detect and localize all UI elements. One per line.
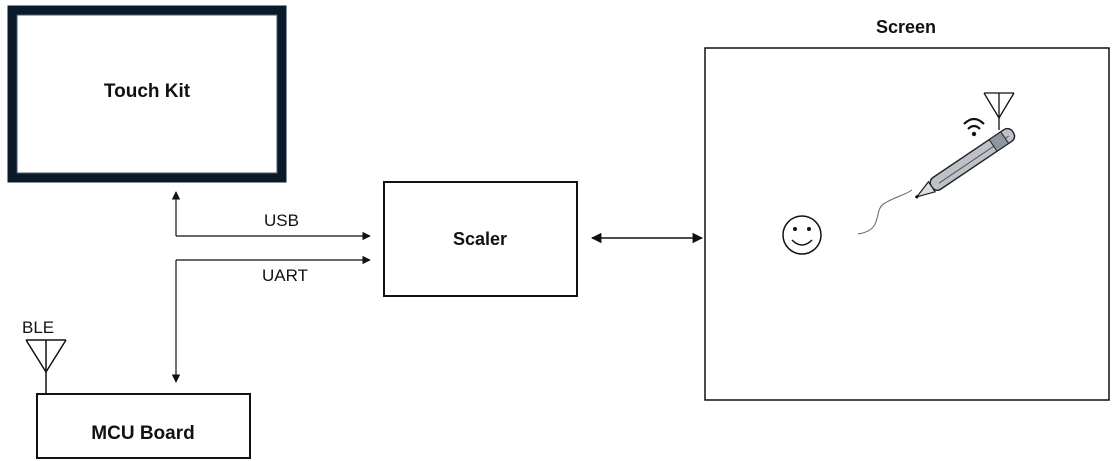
stylus-pen-icon xyxy=(915,127,1016,199)
scaler-block: Scaler xyxy=(383,181,578,297)
screen-label: Screen xyxy=(876,17,936,37)
ink-stroke xyxy=(857,189,913,235)
usb-label: USB xyxy=(264,211,299,230)
ble-label: BLE xyxy=(22,318,54,337)
usb-connector xyxy=(171,191,371,241)
mcu-board-label: MCU Board xyxy=(91,423,194,444)
antenna-icon xyxy=(25,339,67,394)
smiley-face-icon xyxy=(782,215,822,255)
touch-kit-block: Touch Kit xyxy=(7,5,287,183)
mcu-board-block: MCU Board xyxy=(36,393,251,459)
wifi-icon xyxy=(963,117,985,137)
antenna-icon xyxy=(983,92,1015,130)
scaler-label: Scaler xyxy=(453,229,507,249)
touch-kit-label: Touch Kit xyxy=(104,81,191,102)
uart-label: UART xyxy=(262,266,308,285)
uart-connector xyxy=(171,255,371,383)
screen-block xyxy=(704,47,1110,401)
